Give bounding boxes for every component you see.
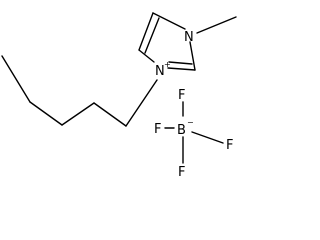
structure-diagram: N + N B − F F F F (1, 12, 237, 180)
atom-n1-label: N (155, 64, 165, 79)
bond-n1-c2 (167, 67, 196, 71)
bond-c4-c5-double (144, 17, 160, 54)
imidazolium-ring (138, 12, 196, 71)
bond-n3-methyl (196, 16, 237, 34)
bond-n1-c2-double (168, 61, 193, 65)
atom-n1-charge: + (164, 60, 171, 69)
atom-f-bottom-label: F (178, 165, 185, 180)
atom-b-charge: − (187, 118, 194, 127)
atom-f-right-label: F (226, 138, 233, 153)
atom-f-top-label: F (178, 88, 185, 103)
bond-b-f-right (191, 131, 224, 144)
atom-b-label: B (177, 123, 186, 138)
bond-c2-n3 (189, 41, 196, 71)
tetrafluoroborate-anion: B − F F F F (154, 88, 233, 180)
bond-n1-c1 (125, 79, 158, 127)
bond-c4-c5 (1, 55, 31, 103)
bond-c2-c3 (61, 102, 95, 126)
atom-f-left-label: F (154, 122, 161, 137)
bond-c1-c2 (93, 102, 127, 127)
pentyl-chain (1, 55, 158, 127)
bond-c5-n1 (138, 49, 155, 63)
bond-c4-n3 (152, 12, 186, 30)
bond-c3-c4 (29, 101, 63, 126)
bond-c4-c5 (138, 12, 154, 51)
atom-n3-label: N (184, 30, 194, 45)
